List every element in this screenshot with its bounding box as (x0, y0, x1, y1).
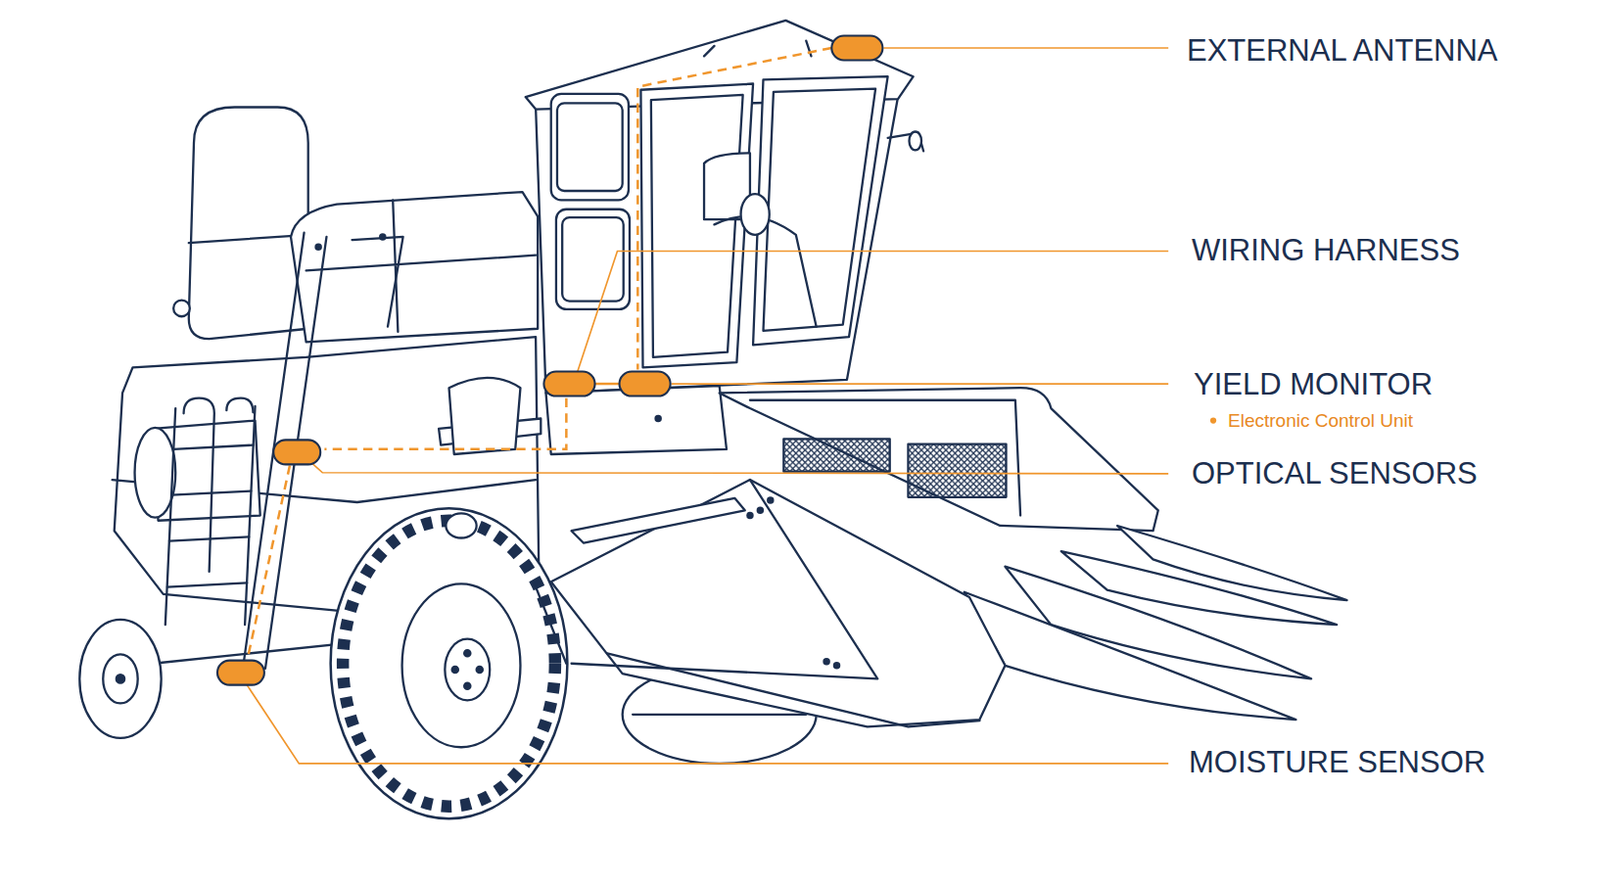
label-holder: YIELD MONITOR (1193, 368, 1433, 402)
part-label: MOISTURE SENSOR (1188, 746, 1486, 780)
label-holder: EXTERNAL ANTENNA (1186, 34, 1499, 68)
part-label: OPTICAL SENSORS (1191, 457, 1478, 491)
label-holder: WIRING HARNESS (1191, 234, 1460, 268)
part-label: WIRING HARNESS (1191, 234, 1460, 268)
label-holder: OPTICAL SENSORS (1191, 457, 1478, 491)
part-label: EXTERNAL ANTENNA (1186, 34, 1499, 68)
label-holder: MOISTURE SENSOR (1188, 746, 1486, 780)
part-label: YIELD MONITOR (1193, 368, 1433, 402)
sub-label: Electronic Control Unit (1227, 411, 1413, 432)
label-holder: Electronic Control Unit (1227, 411, 1413, 432)
